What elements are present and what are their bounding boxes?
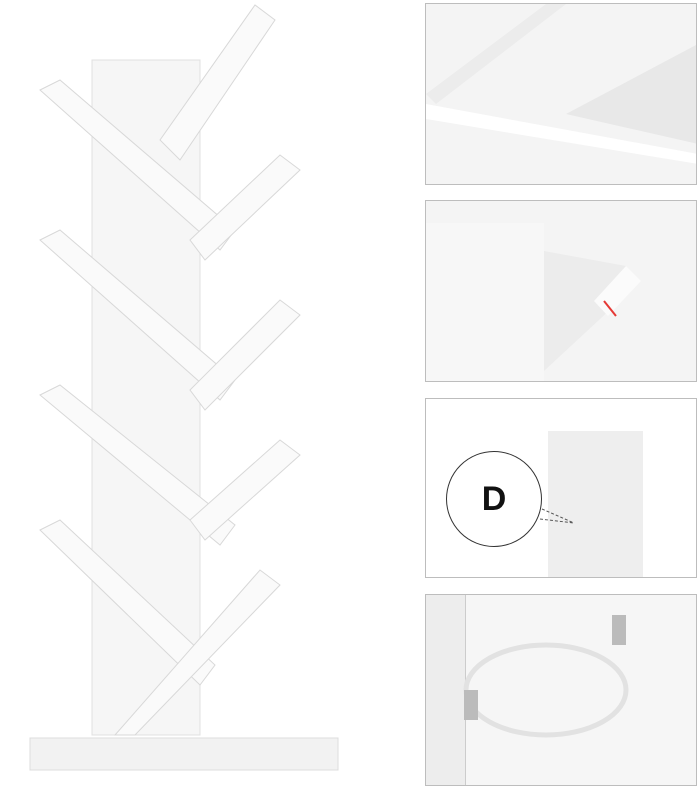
part-label-inset: D: [425, 398, 697, 578]
bookshelf-photo: [29, 4, 339, 771]
label-callout: D: [446, 451, 542, 547]
anti-tip-strap-inset: [425, 594, 697, 786]
part-label: D: [481, 479, 507, 518]
edge-thickness-inset: [425, 200, 697, 382]
joint-detail-inset: [425, 3, 697, 185]
